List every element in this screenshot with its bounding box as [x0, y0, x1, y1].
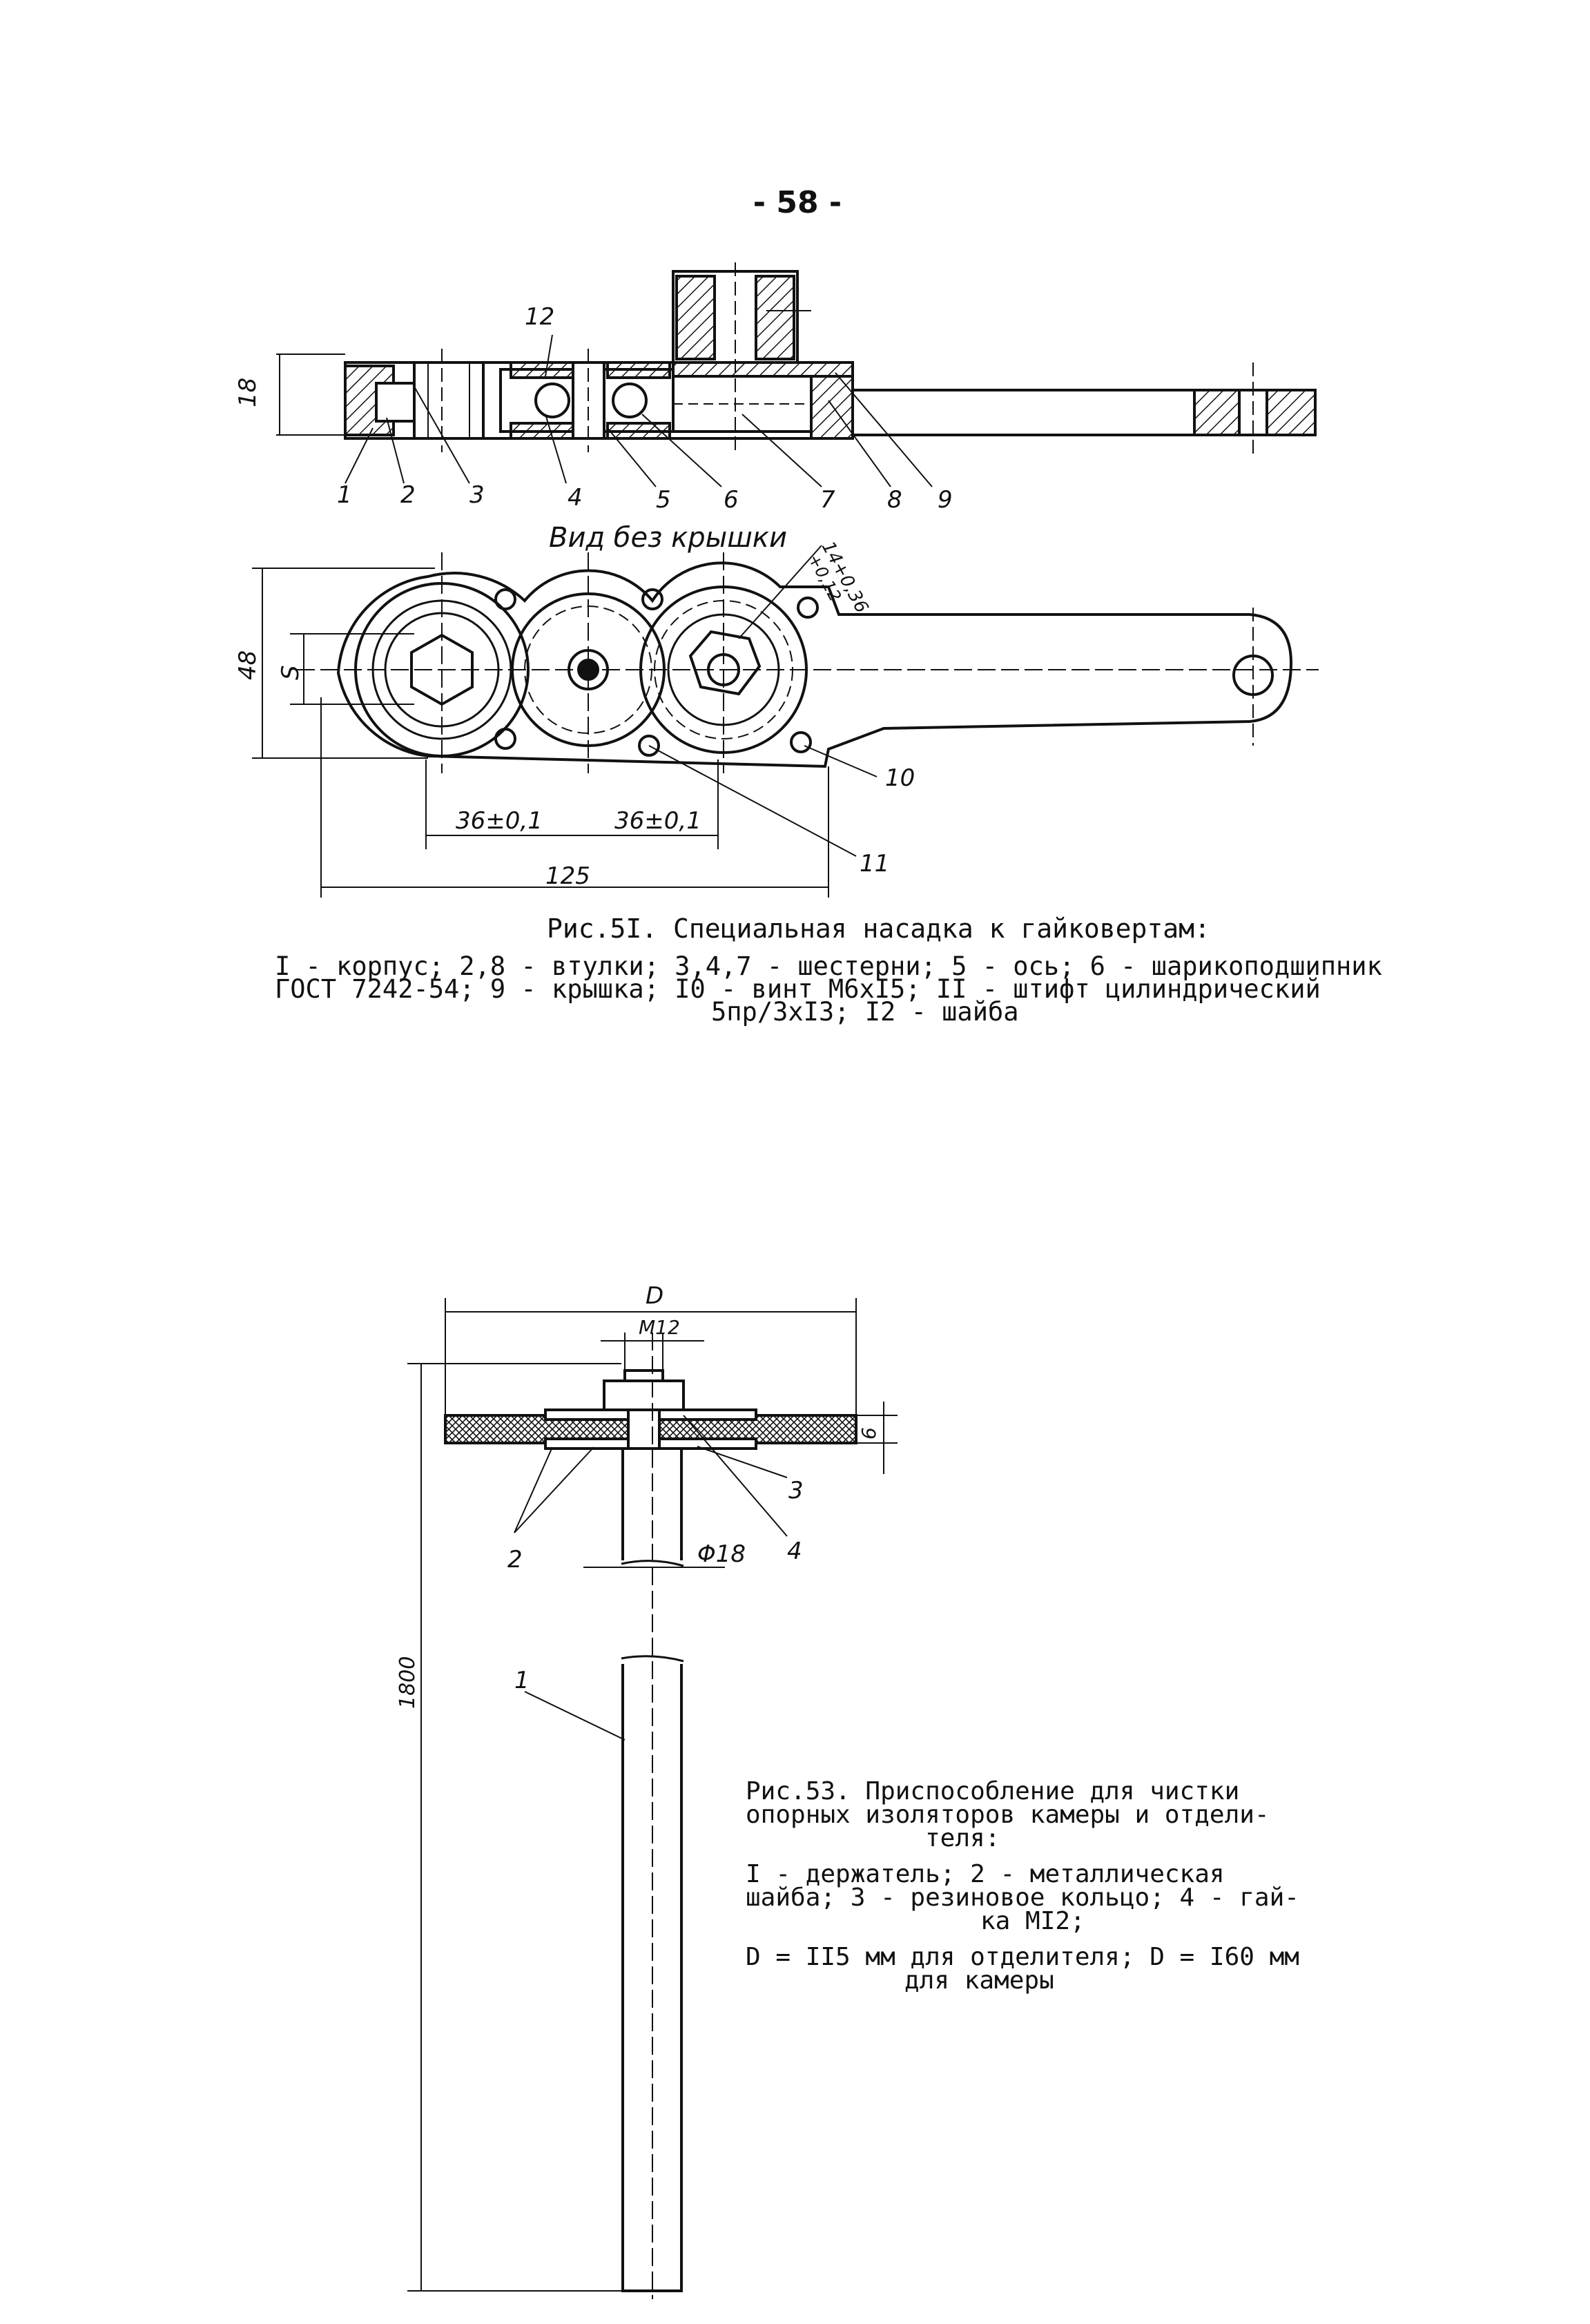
fig53-dim-d: D	[646, 1282, 663, 1310]
fig53-labels: D M12 6 Φ18 1800 1 2 3 4	[396, 1282, 880, 1709]
fig51-part-10: 10	[885, 764, 915, 792]
fig51-part-2: 2	[400, 481, 416, 509]
fig51-side-labels: 18 1 2 3 4 5 6 7 8 9 12	[234, 303, 953, 514]
fig53-caption-legend-2: шайба; 3 - резиновое кольцо; 4 - гай-	[746, 1884, 1299, 1912]
fig51-screw-hole	[494, 588, 516, 610]
fig51-top-view	[252, 545, 1319, 898]
fig53-part-2: 2	[507, 1546, 523, 1573]
fig51-cover	[672, 361, 854, 378]
fig51-dim-36-right: 36±0,1	[614, 807, 701, 835]
fig53-caption-note-1: D = II5 мм для отделителя; D = I60 мм	[746, 1943, 1299, 1971]
fig51-ball-bearing-left	[534, 383, 570, 418]
fig51-ball-bearing-right	[612, 383, 648, 418]
fig51-part-9: 9	[938, 486, 953, 514]
fig51-part-3: 3	[469, 481, 485, 509]
fig53-caption-legend-3: ка МI2;	[980, 1907, 1085, 1935]
fig53-dim-6: 6	[857, 1427, 880, 1440]
fig53-caption-title-1: Рис.53. Приспособление для чистки	[746, 1777, 1240, 1805]
fig51-part-8: 8	[887, 486, 902, 514]
fig53-caption-title-2: опорных изоляторов камеры и отдели-	[746, 1801, 1270, 1829]
fig51-hex-right	[688, 630, 762, 696]
fig51-part-1: 1	[337, 481, 352, 509]
fig53-part-4: 4	[787, 1538, 802, 1565]
fig51-caption-title: Рис.5I. Специальная насадка к гайковерта…	[547, 913, 1210, 944]
fig51-screw-hole	[494, 728, 516, 750]
fig51-part-11: 11	[860, 850, 889, 878]
fig51-dim-s: S	[277, 665, 304, 680]
fig51-screw-hole	[641, 588, 663, 610]
fig51-handle-side	[851, 389, 1317, 436]
fig51-part-12: 12	[525, 303, 554, 331]
fig51-bushing-left	[375, 382, 416, 423]
fig51-dim-125: 125	[545, 862, 590, 890]
fig51-part-5: 5	[656, 486, 671, 514]
fig51-dim-48: 48	[234, 650, 262, 680]
fig53-caption-legend-1: I - держатель; 2 - металлическая	[746, 1860, 1225, 1888]
fig53-nut	[603, 1379, 685, 1411]
fig51-bushing-8	[810, 375, 854, 440]
fig51-view-label: Вид без крышки	[549, 522, 787, 554]
fig51-side-section	[276, 262, 1317, 487]
fig51-caption-line1: I - корпус; 2,8 - втулки; 3,4,7 - шестер…	[275, 951, 1382, 981]
fig51-screw-hole	[797, 597, 819, 619]
page-number: - 58 -	[753, 185, 842, 220]
fig51-part-4: 4	[568, 484, 583, 512]
fig51-dim-36-left: 36±0,1	[456, 807, 543, 835]
fig51-dim-18: 18	[234, 378, 262, 407]
fig53-dim-phi18: Φ18	[697, 1540, 746, 1568]
fig53-dim-1800: 1800	[396, 1656, 420, 1709]
fig53-stud	[623, 1369, 664, 1382]
fig53-drawing	[407, 1298, 898, 2299]
fig53-dim-m12: M12	[639, 1316, 680, 1339]
fig51-part-7: 7	[820, 486, 835, 514]
fig53-part-1: 1	[514, 1667, 530, 1694]
fig53-part-3: 3	[788, 1477, 804, 1504]
fig51-screw-hole	[790, 731, 812, 753]
fig51-screw-hole	[638, 735, 660, 757]
fig51-part-6: 6	[724, 486, 739, 514]
fig51-caption-line2: ГОСТ 7242-54; 9 - крышка; I0 - винт М6хI…	[275, 974, 1321, 1004]
fig51-caption-line3: 5пр/3хI3; I2 - шайба	[711, 997, 1019, 1027]
fig53-caption-title-3: теля:	[925, 1824, 1000, 1852]
fig53-caption-note-2: для камеры	[904, 1966, 1054, 1995]
